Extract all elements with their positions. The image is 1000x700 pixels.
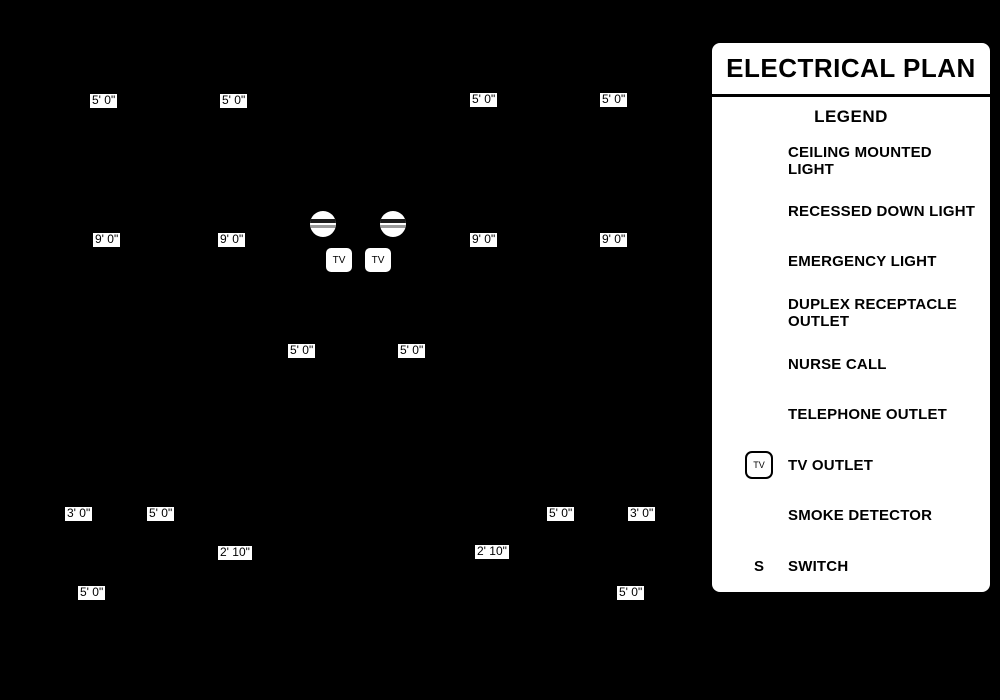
legend-row: TV TV OUTLET bbox=[730, 451, 978, 479]
legend-item-label: SWITCH bbox=[788, 558, 849, 575]
ceiling-mounted-light-icon bbox=[380, 211, 406, 237]
legend-row: CEILING MOUNTED LIGHT bbox=[730, 144, 978, 178]
dimension-label: 9' 0" bbox=[218, 232, 246, 247]
dimension-label: 2' 10" bbox=[475, 544, 509, 559]
legend-item-label: CEILING MOUNTED LIGHT bbox=[788, 144, 932, 178]
telephone-outlet-icon bbox=[730, 406, 788, 423]
dimension-label: 5' 0" bbox=[600, 92, 628, 107]
light-band bbox=[310, 225, 336, 228]
dimension-label: 9' 0" bbox=[93, 232, 121, 247]
legend-item-label: TELEPHONE OUTLET bbox=[788, 406, 948, 423]
smoke-detector-icon bbox=[730, 507, 788, 524]
dimension-label: 3' 0" bbox=[65, 506, 93, 521]
dimension-label: 5' 0" bbox=[547, 506, 575, 521]
legend-row: SMOKE DETECTOR bbox=[730, 507, 978, 524]
recessed-down-light-icon bbox=[730, 203, 788, 220]
legend-row: DUPLEX RECEPTACLE OUTLET bbox=[730, 296, 978, 330]
legend-row: NURSE CALL bbox=[730, 356, 978, 373]
ceiling-mounted-light-icon bbox=[310, 211, 336, 237]
dimension-label: 5' 0" bbox=[220, 93, 248, 108]
tv-outlet-icon: TV bbox=[745, 451, 773, 479]
dimension-label: 5' 0" bbox=[617, 585, 645, 600]
ceiling-mounted-light-icon bbox=[730, 144, 788, 161]
legend-row: S SWITCH bbox=[730, 558, 978, 575]
dimension-label: 3' 0" bbox=[628, 506, 656, 521]
switch-icon: S bbox=[730, 558, 788, 575]
legend-panel: ELECTRICAL PLAN LEGEND CEILING MOUNTED L… bbox=[712, 43, 990, 592]
dimension-label: 5' 0" bbox=[78, 585, 106, 600]
legend-item-label: TV OUTLET bbox=[788, 457, 874, 474]
dimension-label: 5' 0" bbox=[288, 343, 316, 358]
light-band bbox=[380, 219, 406, 223]
legend-row: EMERGENCY LIGHT bbox=[730, 253, 978, 270]
dimension-label: 9' 0" bbox=[600, 232, 628, 247]
dimension-label: 9' 0" bbox=[470, 232, 498, 247]
switch-icon: S bbox=[753, 558, 764, 575]
legend-item-label: SMOKE DETECTOR bbox=[788, 507, 933, 524]
nurse-call-icon bbox=[730, 356, 788, 373]
legend-item-label: RECESSED DOWN LIGHT bbox=[788, 203, 976, 220]
legend-row: TELEPHONE OUTLET bbox=[730, 406, 978, 423]
dimension-label: 5' 0" bbox=[398, 343, 426, 358]
legend-item-label: DUPLEX RECEPTACLE OUTLET bbox=[788, 296, 957, 330]
legend-item-label: NURSE CALL bbox=[788, 356, 887, 373]
legend-heading: LEGEND bbox=[814, 107, 888, 126]
duplex-receptacle-outlet-icon bbox=[730, 296, 788, 313]
light-band bbox=[310, 219, 336, 223]
tv-outlet-icon: TV bbox=[365, 248, 391, 272]
tv-outlet-icon: TV bbox=[326, 248, 352, 272]
dimension-label: 5' 0" bbox=[470, 92, 498, 107]
tv-outlet-icon: TV bbox=[730, 451, 788, 479]
dimension-label: 5' 0" bbox=[147, 506, 175, 521]
light-band bbox=[380, 225, 406, 228]
dimension-label: 2' 10" bbox=[218, 545, 252, 560]
legend-item-label: EMERGENCY LIGHT bbox=[788, 253, 937, 270]
page-title: ELECTRICAL PLAN bbox=[712, 43, 990, 97]
emergency-light-icon bbox=[730, 253, 788, 270]
dimension-label: 5' 0" bbox=[90, 93, 118, 108]
legend-row: RECESSED DOWN LIGHT bbox=[730, 203, 978, 220]
